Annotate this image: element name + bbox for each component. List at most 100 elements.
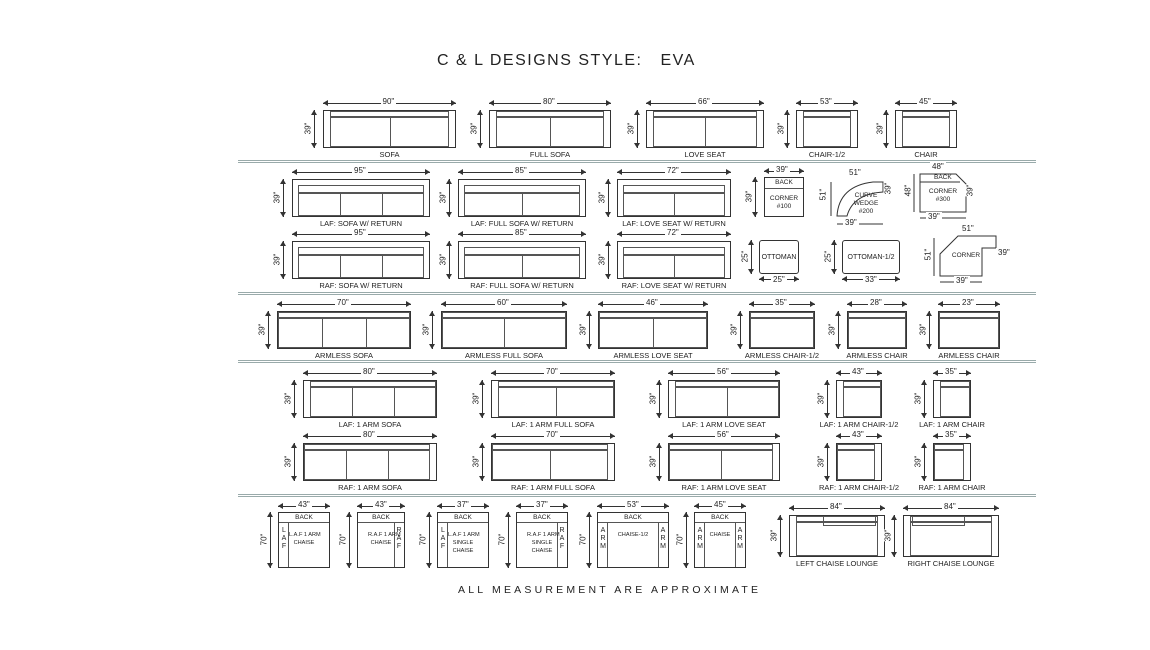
height-label: 39" (875, 122, 885, 135)
height-label: 51" (818, 188, 828, 201)
width-label: 70" (544, 430, 560, 439)
height-label: 25" (740, 250, 750, 263)
piece-name: RAF: 1 ARM CHAIR-1/2 (818, 483, 900, 492)
piece-name: CHAIR-1/2 (808, 150, 846, 159)
piece-outline (668, 380, 780, 418)
chaise-body-label: CHAISE (709, 532, 731, 538)
back-cushion (330, 111, 449, 117)
arm-label: L A F (281, 527, 287, 550)
left-arm-line (288, 522, 289, 567)
back-cushion (498, 381, 614, 387)
seat-area (310, 387, 436, 417)
raf-sofa-ret-piece: 95"39"RAF: SOFA W/ RETURN (272, 228, 430, 290)
width-label: 70" (544, 367, 560, 376)
piece-name: LAF: SOFA W/ RETURN (319, 219, 403, 228)
ottoman-label: OTTOMAN (761, 254, 797, 261)
piece-name: RAF: LOVE SEAT W/ RETURN (621, 281, 727, 290)
height-dimension (777, 515, 783, 557)
piece-name: ARMLESS CHAIR (938, 351, 1000, 360)
section-divider (238, 160, 1036, 163)
style-name: EVA (660, 52, 696, 69)
seat-area (298, 193, 424, 216)
corner-body-label: CURVE WEDGE #200 (853, 192, 879, 215)
chair-half-piece: 53"39"CHAIR-1/2 (776, 97, 858, 159)
width-label: 51" (960, 224, 976, 233)
chaise-body-label: R.A.F 1 ARM SINGLE CHAISE (527, 532, 560, 554)
height-label: 39" (421, 323, 431, 336)
height-label: 25" (823, 250, 833, 263)
seat-divider (522, 256, 523, 277)
piece-outline (303, 443, 437, 481)
raf-1arm-sofa-piece: 80"39"RAF: 1 ARM SOFA (283, 430, 437, 492)
back-cushion (848, 312, 906, 318)
seat-area (599, 318, 707, 348)
back-cushion (939, 312, 999, 318)
seat-divider (340, 256, 342, 277)
piece-outline (458, 179, 586, 217)
raf-1arm-chair-half-piece: 43"39"RAF: 1 ARM CHAIR-1/2 (816, 430, 899, 492)
seat-area (939, 318, 999, 348)
height-label: 39" (578, 323, 588, 336)
laf-sofa-ret-piece: 95"39"LAF: SOFA W/ RETURN (272, 166, 430, 228)
back-cushion (803, 111, 851, 117)
piece-name: ARMLESS SOFA (315, 351, 373, 360)
chaise-body-label: L.A.F 1 ARM SINGLE CHAISE (448, 532, 480, 554)
width-label: 45" (712, 500, 728, 509)
seat-divider (352, 388, 354, 416)
left-arm-line (447, 522, 448, 567)
laf-love-ret-piece: 72"39"LAF: LOVE SEAT W/ RETURN (597, 166, 731, 228)
armless-chair-half-piece: 35"39"ARMLESS CHAIR-1/2 (729, 298, 819, 360)
seat-divider (705, 118, 706, 146)
width-label: 43" (296, 500, 312, 509)
back-label: BACK (624, 514, 642, 521)
height-dimension (446, 241, 452, 279)
piece-name: RAF: SOFA W/ RETURN (319, 281, 403, 290)
height-label: 39" (827, 323, 837, 336)
height-dimension (426, 512, 432, 568)
height-label: 70" (338, 533, 348, 546)
width-label: 25" (771, 275, 787, 284)
left-arm-line (607, 522, 608, 567)
seat-divider (674, 194, 675, 215)
seat-divider (340, 194, 342, 215)
seat-area (803, 117, 851, 147)
height-dimension (291, 443, 297, 481)
seat-divider (393, 388, 395, 416)
seat-divider (556, 388, 557, 416)
height-label: 39" (438, 191, 448, 204)
back-line (695, 522, 745, 523)
width-label: 23" (960, 298, 976, 307)
height-label: 48" (903, 184, 913, 197)
seat-divider (387, 451, 389, 479)
height-label: 51" (923, 248, 933, 261)
laf-1arm-sofa-piece: 80"39"LAF: 1 ARM SOFA (283, 367, 437, 429)
back-cushion (464, 247, 580, 255)
seat-divider (365, 319, 367, 347)
right-arm-line (658, 522, 659, 567)
chaise-cutout (823, 516, 876, 526)
height-label: 39" (597, 191, 607, 204)
seat-area (492, 450, 608, 480)
raf-1arm-love-piece: 56"39"RAF: 1 ARM LOVE SEAT (648, 430, 780, 492)
back-cushion (298, 247, 424, 255)
side-label: 39" (883, 182, 893, 195)
piece-outline (323, 110, 456, 148)
seat-area (940, 387, 970, 417)
height-dimension (926, 311, 932, 349)
height-label: 39" (744, 190, 754, 203)
piece-name: LAF: 1 ARM SOFA (338, 420, 402, 429)
height-dimension (835, 311, 841, 349)
piece-outline (277, 311, 411, 349)
width-label: 43" (373, 500, 389, 509)
height-dimension (446, 179, 452, 217)
piece-name: LOVE SEAT (684, 150, 726, 159)
back-line (765, 188, 803, 189)
back-cushion (653, 111, 757, 117)
height-label: 39" (648, 392, 658, 405)
seat-divider (522, 194, 523, 215)
corner-body-label: CORNER #300 (928, 188, 958, 203)
back-label: BACK (372, 514, 390, 521)
